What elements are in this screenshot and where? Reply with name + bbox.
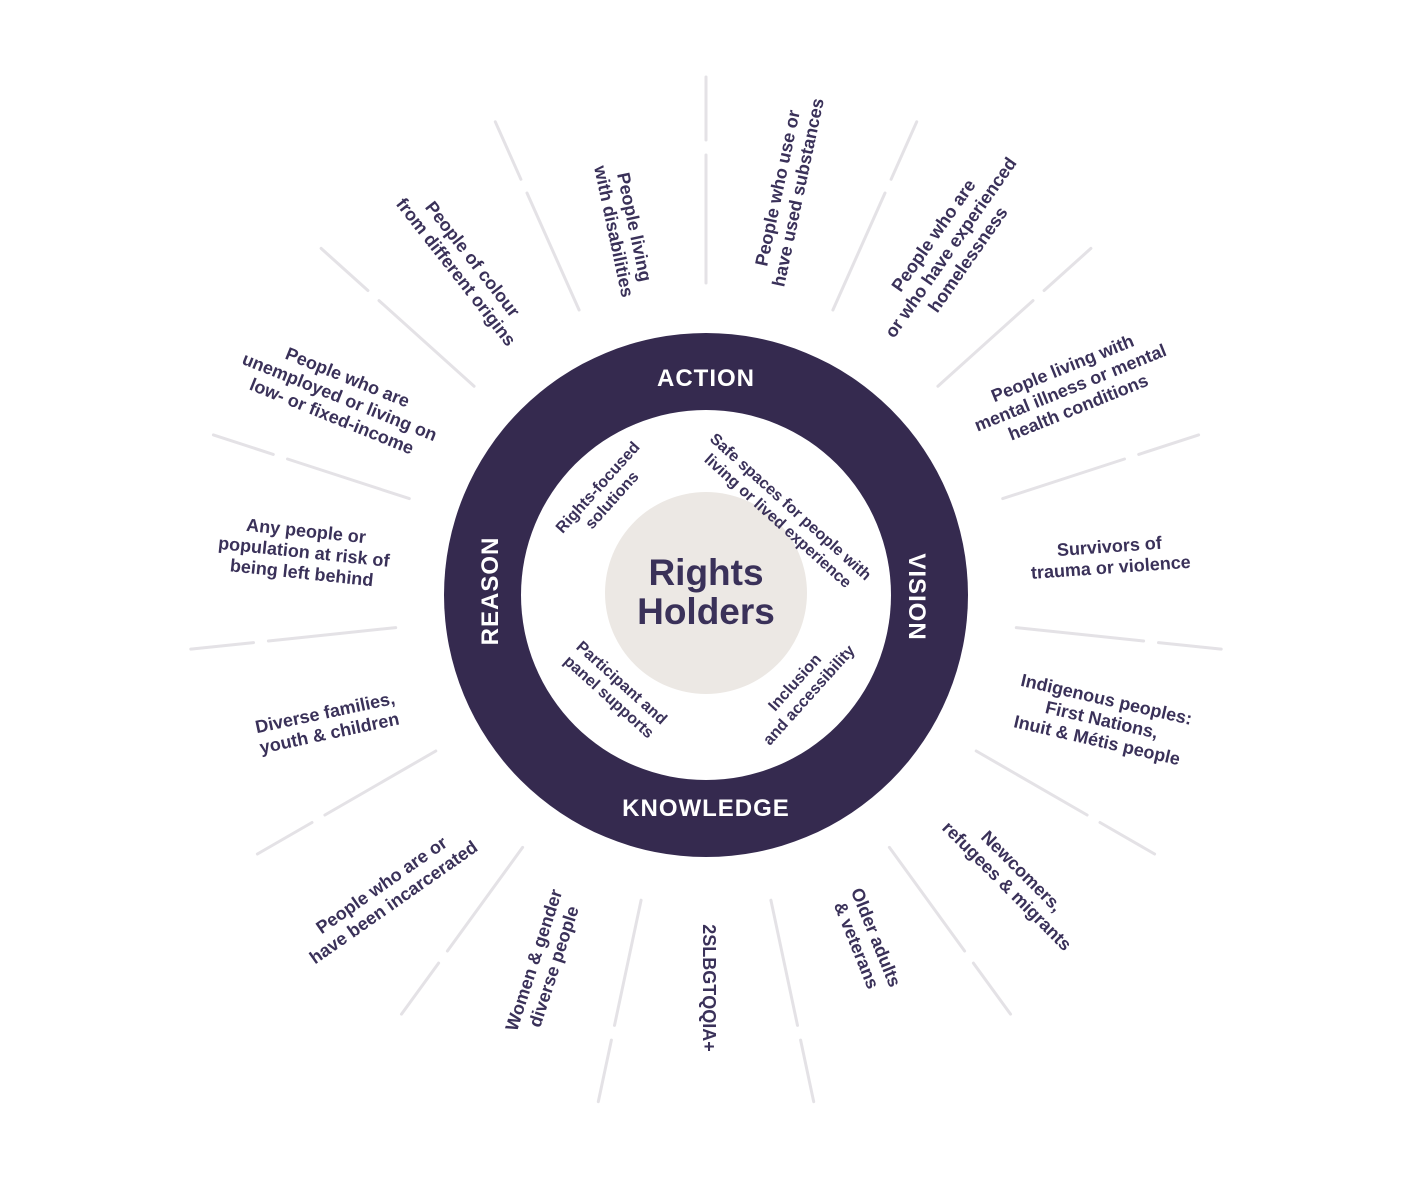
center-title-line-1: Rights [648,552,763,593]
rights-holder-2slgbtqqia-line: 2SLBGTQQIA+ [699,924,719,1052]
separator-ray [286,457,411,501]
separator-ray [936,299,1035,388]
rights-holder-families: Diverse families,youth & children [253,688,400,758]
rights-holder-trauma-line: trauma or violence [1030,552,1191,583]
separator-ray [266,626,398,643]
separator-ray-tick [189,641,255,651]
separator-ray-tick [1157,641,1223,651]
rights-holder-newcomers-line: refugees & migrants [938,817,1075,954]
separator-ray [1014,626,1146,643]
separator-ray [445,845,525,953]
separator-ray [323,749,438,817]
separator-ray [525,191,581,312]
separator-ray-tick [1098,821,1157,856]
separator-ray [377,299,476,388]
separator-ray [974,749,1089,817]
separator-ray-tick [799,1038,816,1104]
center-disc [605,492,807,694]
ring-label-action: ACTION [657,365,755,392]
ring-label-knowledge: KNOWLEDGE [622,795,790,822]
rights-holder-2slgbtqqia: 2SLBGTQQIA+ [699,924,719,1052]
separator-ray [831,191,887,312]
rights-holder-incarcerated-line: have been incarcerated [306,837,481,968]
ring-label-reason: REASON [477,537,504,646]
rights-holder-newcomers: Newcomers,refugees & migrants [938,817,1075,954]
separator-ray-tick [889,120,919,181]
ring-label-vision: VISION [903,553,930,640]
separator-ray-tick [493,120,523,181]
separator-ray [613,898,643,1027]
rights-holder-colour-line: from different origins [392,194,520,350]
rights-holder-indigenous: Indigenous peoples:First Nations,Inuit &… [1012,670,1194,769]
separator-ray-tick [255,821,314,856]
separator-ray-tick [211,433,275,456]
separator-ray-tick [596,1038,613,1104]
rights-holder-older-adults: Older adults& veterans [830,885,905,992]
separator-ray-tick [1042,246,1093,292]
separator-ray [769,898,799,1027]
ring-labels: ACTION VISION KNOWLEDGE REASON [477,365,930,822]
separator-ray [887,845,967,953]
separator-ray-tick [400,961,441,1016]
rays [189,75,1223,1104]
separator-ray-tick [319,246,370,292]
separator-ray-tick [971,961,1012,1016]
separator-ray-tick [1137,433,1201,456]
separator-ray [1001,457,1126,501]
center-title-line-2: Holders [637,591,775,632]
rights-holder-homelessness-line: or who have experienced [881,154,1021,342]
